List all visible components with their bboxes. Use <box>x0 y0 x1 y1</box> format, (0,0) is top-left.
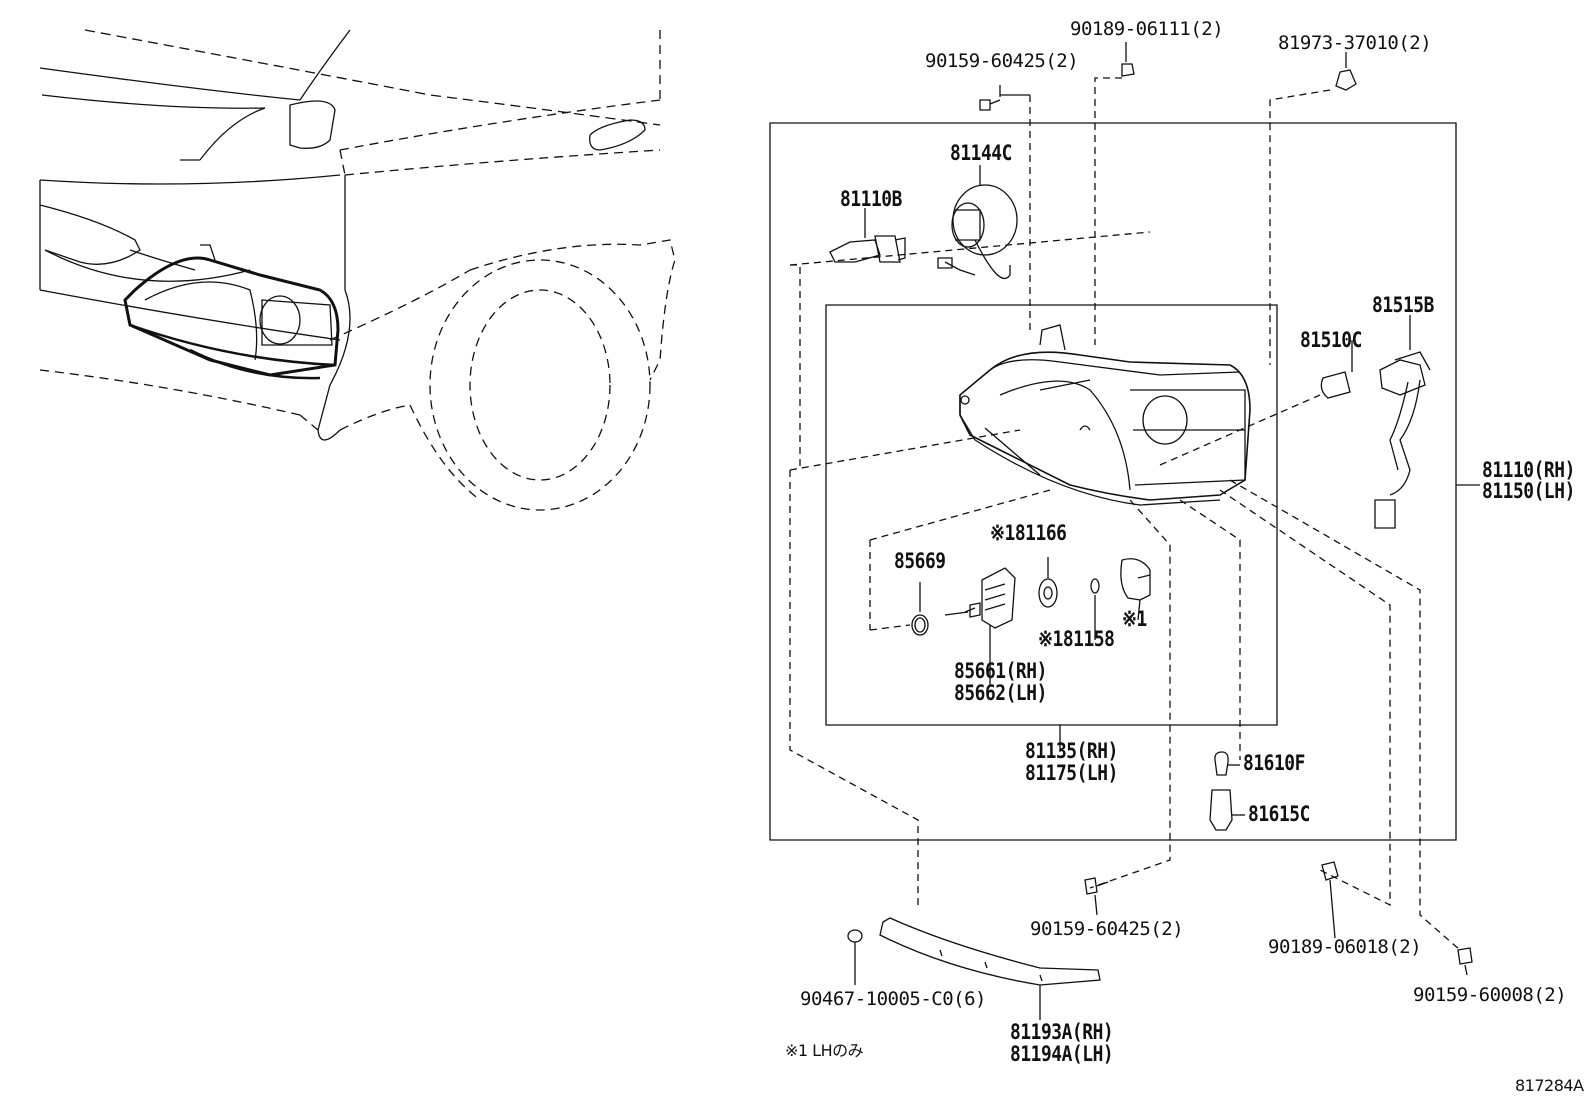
bulb-81510C-drawing <box>1321 340 1352 398</box>
socket-81515B-drawing <box>1375 315 1430 528</box>
label-81610F: 81610F <box>1243 751 1305 775</box>
label-90467-10005-c0: 90467-10005-C0(6) <box>800 988 986 1010</box>
label-90189-06111: 90189-06111(2) <box>1070 18 1224 40</box>
vehicle-front-corner <box>40 30 675 510</box>
label-90159-60008: 90159-60008(2) <box>1413 984 1567 1006</box>
label-81615C: 81615C <box>1248 802 1310 826</box>
label-81194A-lh: 81194A(LH) <box>1010 1042 1114 1066</box>
label-81193A-rh: 81193A(RH) <box>1010 1020 1114 1044</box>
assembly-outer-frame <box>770 123 1456 840</box>
label-81158: ※181158 <box>1038 627 1115 651</box>
label-81973-37010: 81973-37010(2) <box>1278 32 1432 54</box>
headlamp-housing-drawing <box>960 325 1250 505</box>
label-90159-60425-top: 90159-60425(2) <box>925 50 1079 72</box>
cap-81144C-drawing <box>938 165 1017 278</box>
label-85662-lh: 85662(LH) <box>954 681 1047 705</box>
label-90159-60425-bottom: 90159-60425(2) <box>1030 918 1184 940</box>
bulb-81610F-socket-81615C-drawing <box>1210 752 1245 830</box>
label-81515B: 81515B <box>1372 293 1434 317</box>
label-81150-lh: 81150(LH) <box>1482 479 1575 503</box>
bulb-81110B-drawing <box>830 208 905 262</box>
unit-inner-frame <box>826 305 1277 725</box>
label-81175-lh: 81175(LH) <box>1025 761 1118 785</box>
bracket-81193A-drawing <box>880 918 1100 1020</box>
label-81110B: 81110B <box>840 187 902 211</box>
leveling-parts-drawing <box>912 557 1150 685</box>
label-85661-rh: 85661(RH) <box>954 659 1047 683</box>
label-90189-06018: 90189-06018(2) <box>1268 936 1422 958</box>
label-81110-rh: 81110(RH) <box>1482 458 1575 482</box>
diagram-id: 817284A <box>1515 1076 1584 1095</box>
screws-drawing <box>848 42 1472 985</box>
label-81135-rh: 81135(RH) <box>1025 739 1118 763</box>
label-81144C: 81144C <box>950 141 1012 165</box>
label-81166: ※181166 <box>990 521 1067 545</box>
label-81510C: 81510C <box>1300 328 1362 352</box>
label-note1: ※1 <box>1122 607 1147 631</box>
footnote-lh-only: ※1 LHのみ <box>785 1041 864 1060</box>
label-85669: 85669 <box>894 549 946 573</box>
